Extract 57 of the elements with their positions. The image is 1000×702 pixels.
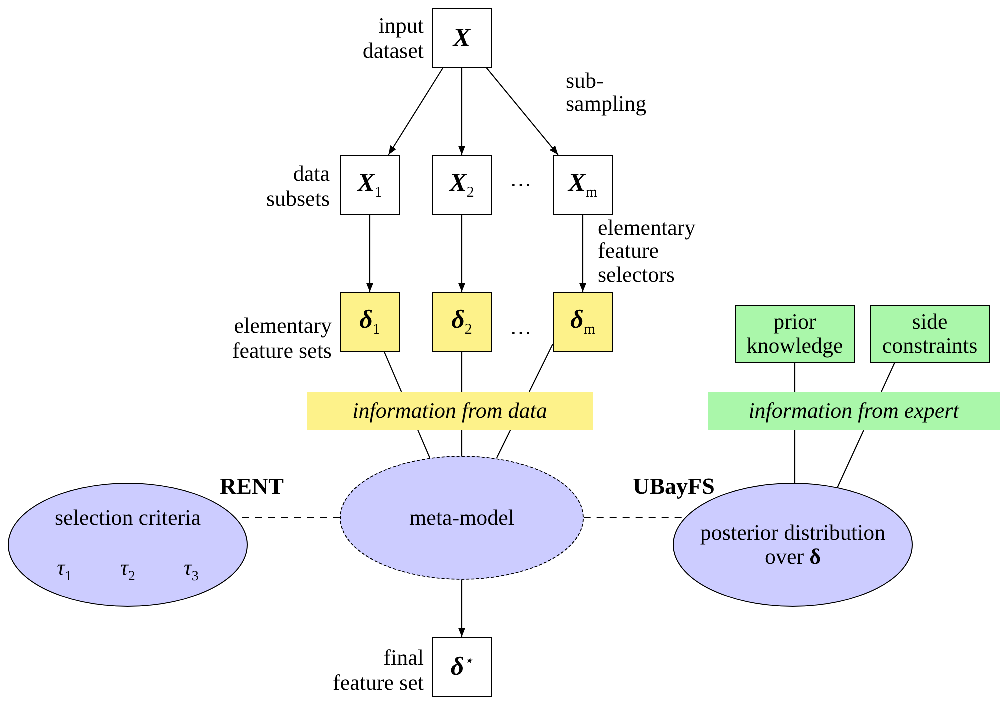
math-symbol: X$_{2}$: [450, 168, 474, 202]
method-label: RENT: [219, 472, 285, 501]
node-text: information from expert: [748, 398, 960, 424]
method-label: UBayFS: [632, 472, 716, 501]
arrow: [388, 68, 444, 156]
connector-line: [837, 430, 865, 488]
connector-line: [528, 344, 554, 392]
information-band: [307, 392, 593, 430]
connector-line: [794, 430, 796, 484]
arrow: [458, 68, 466, 155]
arrow: [366, 214, 374, 292]
variable-box: [553, 155, 613, 215]
parameter-symbol: τ$_{1}$: [57, 556, 72, 584]
math-symbol: δ$_{1}$: [360, 306, 380, 338]
expert-box: [735, 305, 855, 363]
math-symbol: δ$_{m}$: [570, 306, 596, 338]
connector-line: [496, 430, 512, 458]
node-text: prior knowledge: [746, 310, 844, 358]
node-caption: elementary feature sets: [231, 312, 332, 365]
connector-line: [881, 362, 896, 392]
parameter-symbol: τ$_{2}$: [120, 556, 136, 584]
arrow: [579, 214, 587, 292]
variable-box: [340, 155, 400, 215]
parameter-symbol: τ$_{3}$: [184, 556, 199, 584]
node-text: side constraints: [881, 310, 979, 358]
edge-label: elementary feature selectors: [598, 214, 697, 289]
node-caption: input dataset: [362, 12, 424, 65]
node-text: information from data: [352, 398, 548, 424]
node-text: meta-model: [409, 506, 515, 530]
math-symbol: X$_{m}$: [568, 168, 598, 202]
node-caption: final feature set: [332, 644, 424, 697]
connector-line: [417, 430, 430, 458]
connector-line: [794, 362, 796, 392]
variable-box: [432, 637, 492, 697]
ellipsis-label: ⋯: [509, 319, 533, 348]
connector-line: [461, 430, 463, 456]
feature-set-box: [340, 292, 400, 352]
math-symbol: X: [453, 24, 471, 52]
connector-line: [461, 352, 463, 392]
edge-label: sub- sampling: [566, 66, 648, 118]
feature-set-box: [432, 292, 492, 352]
node-text: selection criteria: [55, 506, 201, 530]
feature-set-box: [553, 292, 613, 352]
node-text: posterior distribution over δ: [699, 520, 887, 570]
connector-line: [384, 352, 402, 392]
math-symbol: δ$^{⋆}$: [450, 652, 474, 682]
arrow: [458, 580, 466, 638]
variable-box: [432, 155, 492, 215]
math-symbol: δ$_{2}$: [452, 306, 472, 338]
ellipsis-label: ⋯: [509, 171, 533, 200]
math-symbol: X$_{1}$: [358, 168, 382, 202]
arrow: [486, 68, 559, 156]
arrow: [458, 214, 466, 292]
expert-box: [870, 305, 990, 363]
variable-box: [432, 8, 492, 68]
node-caption: data subsets: [265, 160, 330, 213]
information-band: [708, 392, 1000, 430]
